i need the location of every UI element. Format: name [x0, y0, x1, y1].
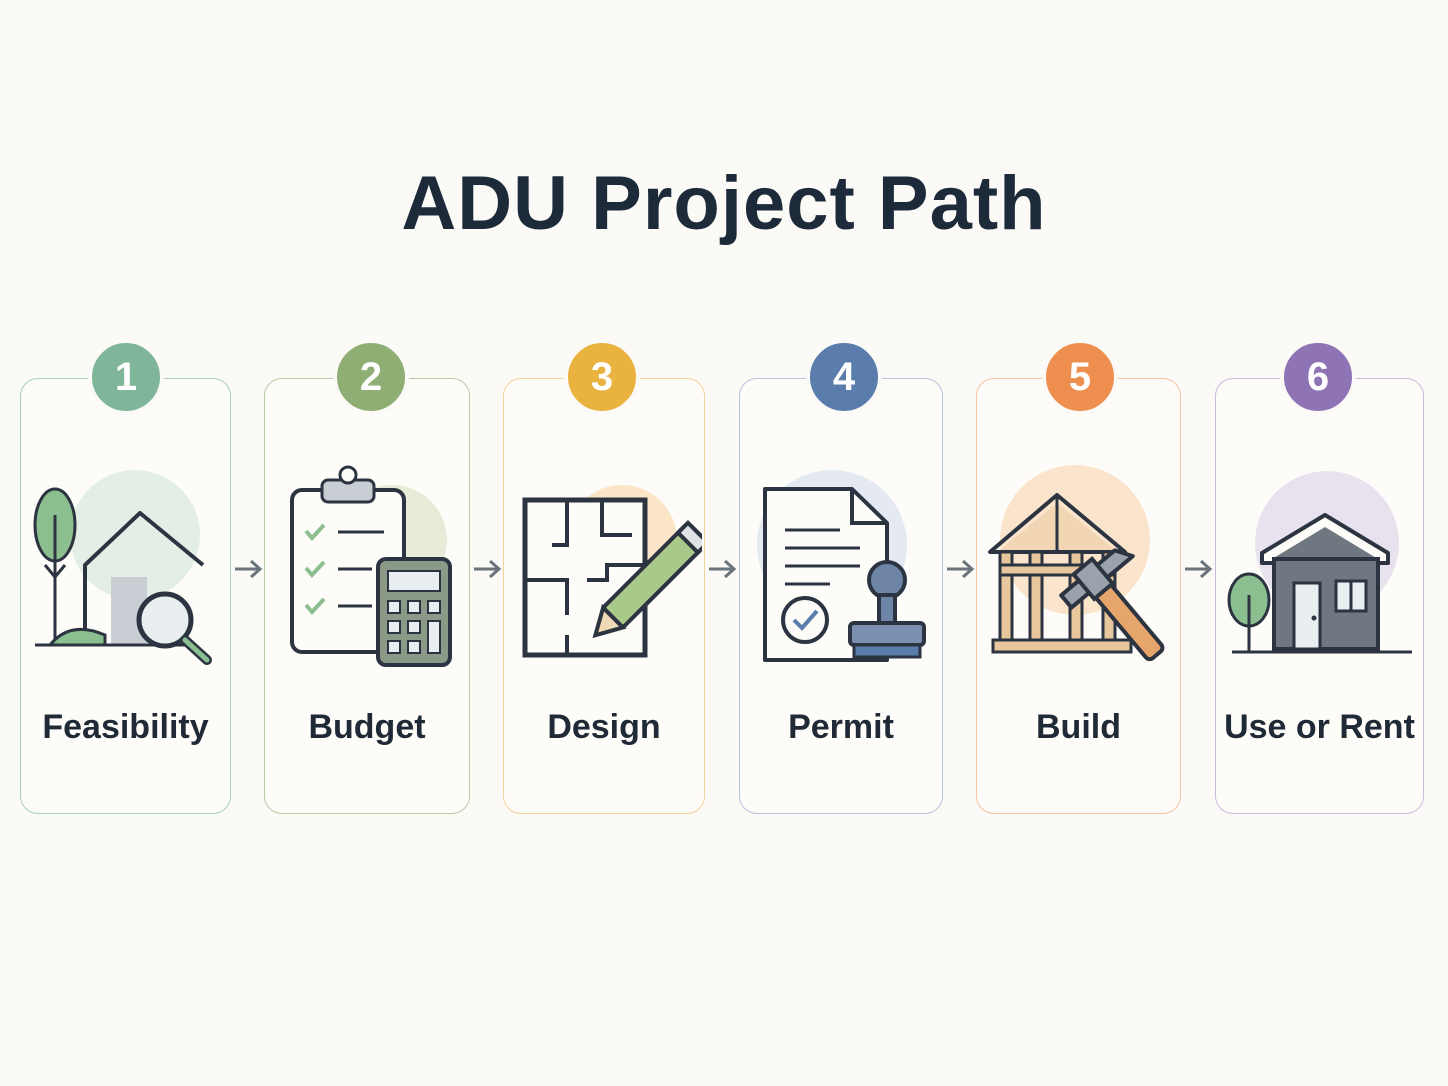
- arrow-right-icon: [474, 559, 502, 579]
- step-number-badge: 1: [88, 339, 164, 415]
- step-label-design: Design: [547, 708, 661, 746]
- step-label-budget: Budget: [308, 708, 426, 746]
- page-title: ADU Project Path: [401, 161, 1047, 246]
- finished-house-icon: [1227, 471, 1412, 654]
- step-number-badge: 6: [1280, 339, 1356, 415]
- step-label-permit: Permit: [788, 708, 894, 746]
- clipboard-calculator-icon: [290, 465, 452, 667]
- step-number-badge: 3: [564, 339, 640, 415]
- floorplan-pencil-icon: [522, 485, 702, 658]
- step-number-badge: 4: [806, 339, 882, 415]
- house-magnifier-icon: [33, 470, 212, 665]
- arrow-right-icon: [709, 559, 737, 579]
- document-stamp-icon: [757, 470, 926, 662]
- step-label-build: Build: [1036, 708, 1121, 746]
- arrow-right-icon: [235, 559, 263, 579]
- step-number-badge: 5: [1042, 339, 1118, 415]
- step-label-use-or-rent: Use or Rent: [1224, 708, 1415, 746]
- step-number-badge: 2: [333, 339, 409, 415]
- step-label-feasibility: Feasibility: [42, 708, 209, 746]
- frame-hammer-icon: [988, 465, 1165, 662]
- arrow-right-icon: [947, 559, 975, 579]
- arrow-right-icon: [1185, 559, 1213, 579]
